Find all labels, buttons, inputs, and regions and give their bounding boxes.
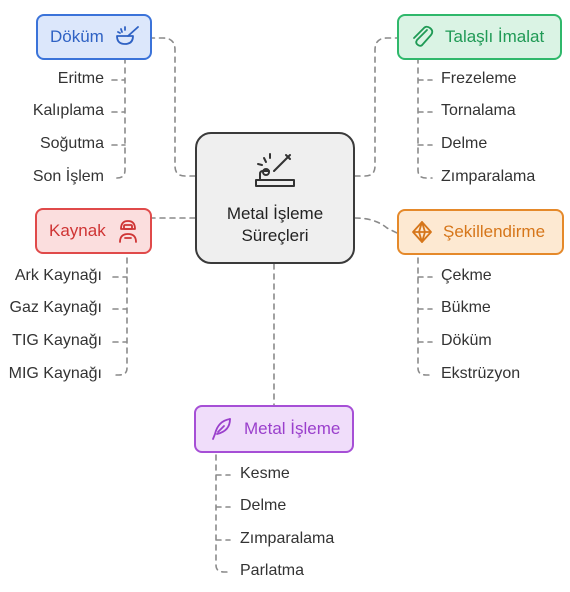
- connector-center-dokum: [151, 37, 196, 177]
- branch-sekillendirme-title: Şekillendirme: [443, 222, 546, 241]
- connector-dokum-leaves: [111, 57, 126, 179]
- connector-center-talasli: [354, 37, 398, 177]
- leaf-metal-3: Parlatma: [240, 562, 305, 579]
- branch-dokum[interactable]: Döküm: [36, 14, 152, 60]
- leaf-dokum-2: Soğutma: [39, 135, 104, 152]
- leaf-sekil-1: Bükme: [441, 299, 491, 316]
- connector-talasli-leaves: [417, 57, 433, 179]
- branch-dokum-title: Döküm: [50, 27, 104, 46]
- branch-sekillendirme[interactable]: Şekillendirme: [397, 209, 564, 255]
- leaf-metal-1: Delme: [240, 497, 287, 514]
- leaf-talasli-3: Zımparalama: [441, 168, 536, 185]
- connector-kaynak-leaves: [112, 257, 128, 376]
- center-title-line2: Süreçleri: [241, 225, 309, 245]
- leaf-kaynak-2: TIG Kaynağı: [12, 332, 102, 349]
- leaf-kaynak-1: Gaz Kaynağı: [9, 299, 103, 316]
- gem-icon: [411, 220, 433, 244]
- leaf-sekil-3: Ekstrüzyon: [441, 365, 521, 382]
- branch-talasli[interactable]: Talaşlı İmalat: [397, 14, 562, 60]
- leaf-dokum-0: Eritme: [57, 70, 104, 87]
- branch-metal-isleme-title: Metal İşleme: [244, 419, 341, 438]
- center-title-line1: Metal İşleme: [226, 203, 324, 223]
- leaf-talasli-1: Tornalama: [441, 102, 516, 119]
- branch-kaynak-title: Kaynak: [49, 221, 106, 240]
- leaf-kaynak-3: MIG Kaynağı: [8, 365, 102, 382]
- welder-icon: [116, 218, 140, 244]
- leaf-talasli-0: Frezeleme: [441, 70, 517, 87]
- leaf-dokum-3: Son İşlem: [32, 168, 104, 185]
- toolbox-icon: [252, 150, 298, 195]
- branch-kaynak[interactable]: Kaynak: [35, 208, 152, 254]
- leaf-dokum-1: Kalıplama: [32, 102, 104, 119]
- leaf-metal-2: Zımparalama: [240, 530, 335, 547]
- connector-center-sekil: [354, 217, 398, 234]
- leaf-sekil-0: Çekme: [441, 267, 492, 284]
- branch-metal-isleme[interactable]: Metal İşleme: [194, 405, 354, 453]
- leaf-sekil-2: Döküm: [441, 332, 492, 349]
- paperclip-icon: [409, 24, 435, 50]
- center-node: Metal İşleme Süreçleri: [195, 132, 355, 264]
- connector-metal-leaves: [215, 454, 231, 573]
- leaf-talasli-2: Delme: [441, 135, 488, 152]
- connector-sekil-leaves: [417, 257, 433, 376]
- feather-icon: [208, 416, 234, 442]
- branch-talasli-title: Talaşlı İmalat: [445, 27, 545, 46]
- leaf-kaynak-0: Ark Kaynağı: [14, 267, 102, 284]
- pouring-ladle-icon: [114, 24, 140, 50]
- leaf-metal-0: Kesme: [240, 465, 290, 482]
